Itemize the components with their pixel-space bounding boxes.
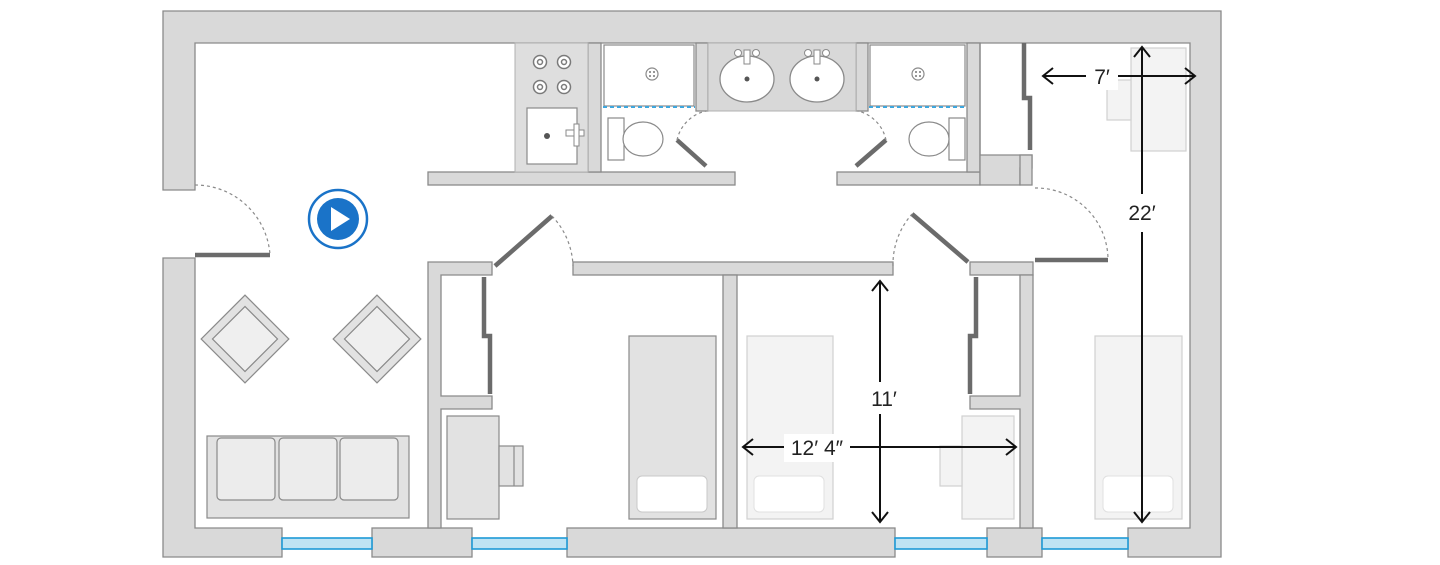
toilet-bowl [622,121,664,157]
window [1041,537,1129,550]
dimension-label-7ft: 7′ [1094,66,1110,89]
interior-walls [427,42,1034,529]
desk [1130,47,1187,152]
outer-wall-top [162,10,1222,558]
kitchen [514,42,589,173]
play-button[interactable] [307,188,369,250]
dimension-label-22ft: 22′ [1128,202,1155,225]
toilet-tank [948,117,966,161]
bedroom-1-door [493,214,554,268]
wall-segment [572,261,894,276]
wall-segment [427,171,736,186]
vanity [707,42,857,112]
wall-segment [969,274,1034,529]
closet-door [1021,43,1033,150]
bedroom-1 [446,335,717,520]
shower-drain [911,67,925,81]
bedroom-3 [1094,47,1187,520]
play-icon [331,207,350,231]
dimension-label-12ft-4in: 12′ 4″ [791,437,844,460]
armchair [200,294,290,384]
sofa [206,435,410,519]
closet-door [481,277,493,394]
desk-chair [1106,79,1132,121]
door-swing [1034,187,1109,261]
sink-faucet [573,123,580,147]
sink-drain [544,133,550,139]
bath-2-door [854,138,888,168]
bathroom-2 [869,44,966,161]
outer-walls [162,10,1222,558]
bedroom-2 [746,335,1015,520]
outer-wall-bottom-3 [986,527,1043,558]
shower-drain [645,67,659,81]
dimension-labels: 7′ 22′ 11′ 12′ 4″ [784,62,1162,462]
wall-segment [1019,154,1033,186]
window [894,537,988,550]
bathroom-1 [603,44,695,161]
outer-wall-bottom-2 [566,527,896,558]
bed-pillow [753,475,825,513]
faucet-icon [734,49,830,65]
living-room [200,294,422,519]
wall-segment [722,274,738,529]
wall-segment [969,261,1034,276]
door-swing [857,110,887,141]
stove-burners [532,54,572,95]
door-swing [676,110,707,141]
door-swing [892,213,913,267]
wall-segment [427,261,493,529]
armchair [332,294,422,384]
bed-pillow [636,475,708,513]
toilet-tank [607,117,625,161]
bath-1-door [675,138,708,168]
wall-segment [966,42,981,173]
desk-chair [498,445,524,487]
wall-segment [587,42,602,173]
dimension-label-11ft: 11′ [871,388,897,411]
bedroom-2-door [910,212,970,264]
windows [281,537,1129,550]
wall-segment [695,42,709,112]
wall-segment [855,42,869,112]
closet-door [967,277,979,394]
desk-chair [939,445,963,487]
dimension-lines [741,45,1197,524]
outer-wall-left-lower [162,257,283,558]
window [471,537,568,550]
bed-pillow [1102,475,1174,513]
doors [194,43,1109,394]
desk [961,415,1015,520]
door-swing [551,215,574,267]
outer-wall-bottom-1 [371,527,473,558]
toilet-bowl [908,121,950,157]
window [281,537,373,550]
desk [446,415,500,520]
wall-segment [836,171,981,186]
door-swing [194,184,271,256]
